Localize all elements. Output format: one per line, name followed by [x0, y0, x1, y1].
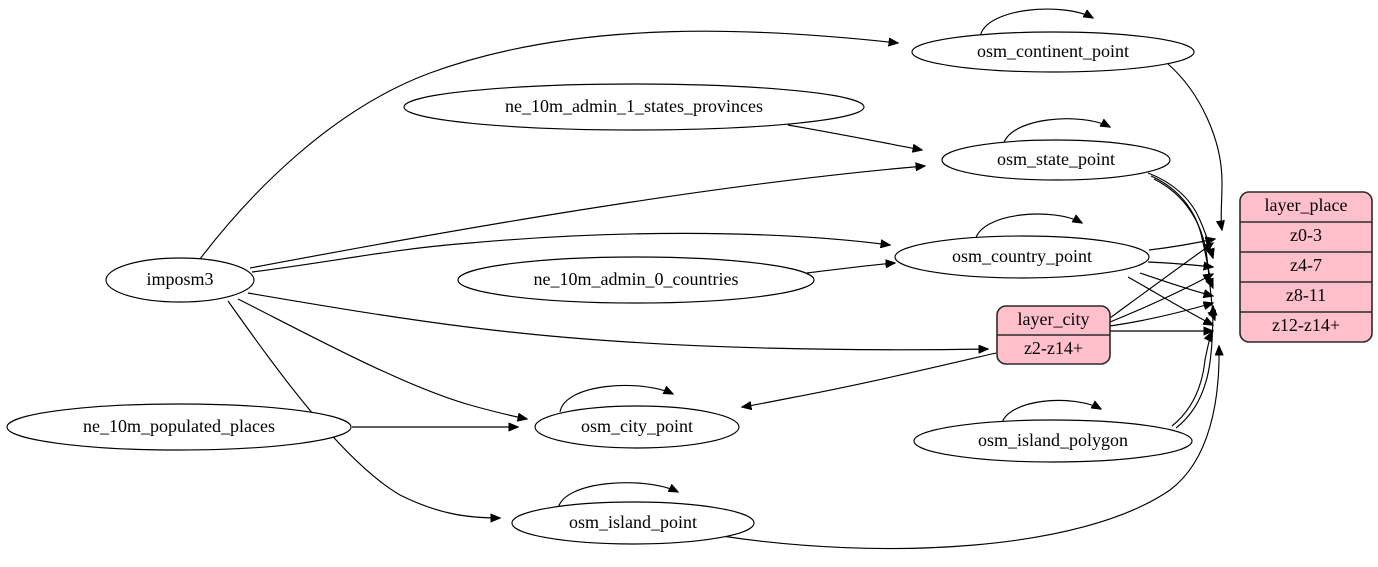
- edge-ne_states_provinces-to-osm_state_point: [787, 124, 922, 150]
- edge-imposm3-to-osm_island_point: [227, 300, 500, 518]
- record-node-layer_city[interactable]: layer_city z2-z14+: [996, 305, 1111, 365]
- record-node-layer: layer_city z2-z14+ layer_place z0-3 z4-7…: [996, 191, 1373, 365]
- record-row-layer_place-title: layer_place: [1265, 195, 1348, 215]
- node-label-osm_island_point: osm_island_point: [569, 512, 697, 532]
- edge-layer_city-to-osm_city_point: [742, 352, 997, 407]
- record-row-layer_place-z12-z14[interactable]: z12-z14+: [1272, 315, 1340, 335]
- node-label-imposm3: imposm3: [146, 269, 213, 289]
- edge-imposm3-to-osm_state_point: [249, 166, 925, 269]
- edge-imposm3-to-layer_city: [247, 292, 988, 350]
- record-row-layer_place-z8-11[interactable]: z8-11: [1286, 285, 1326, 305]
- node-label-osm_island_polygon: osm_island_polygon: [978, 430, 1128, 450]
- record-row-layer_city-z2-z14[interactable]: z2-z14+: [1024, 338, 1083, 358]
- edge-osm_island_polygon-to-layer_place-z8-11: [1175, 306, 1213, 429]
- edge-osm_country_point-to-layer_place-z4-7: [1147, 261, 1213, 267]
- edge-osm_country_point-to-layer_place-z0-3: [1148, 239, 1215, 251]
- node-osm_island_point[interactable]: osm_island_point: [511, 501, 755, 545]
- edge-self-loop-osm_island_point: [557, 482, 678, 510]
- node-osm_country_point[interactable]: osm_country_point: [894, 235, 1150, 279]
- node-layer: imposm3 ne_10m_admin_1_states_provinces …: [6, 31, 1195, 545]
- edge-self-loop-osm_state_point: [1002, 118, 1110, 147]
- edge-imposm3-to-osm_continent_point: [199, 30, 898, 260]
- edge-imposm3-to-osm_country_point: [251, 232, 890, 273]
- node-imposm3[interactable]: imposm3: [105, 257, 255, 303]
- node-label-osm_country_point: osm_country_point: [952, 246, 1092, 266]
- node-osm_continent_point[interactable]: osm_continent_point: [911, 31, 1195, 73]
- node-label-osm_city_point: osm_city_point: [581, 416, 693, 436]
- edge-osm_country_point-to-layer_place-z12-z14: [1127, 276, 1213, 325]
- edge-osm_country_point-to-layer_place-z8-11: [1139, 272, 1213, 296]
- node-ne_10m_populated_places[interactable]: ne_10m_populated_places: [6, 403, 352, 451]
- node-label-ne_10m_admin_0_countries: ne_10m_admin_0_countries: [534, 269, 739, 289]
- node-osm_island_polygon[interactable]: osm_island_polygon: [913, 419, 1193, 463]
- edge-self-loop-osm_continent_point: [979, 8, 1093, 38]
- node-label-osm_continent_point: osm_continent_point: [977, 41, 1129, 61]
- record-row-layer_place-z0-3[interactable]: z0-3: [1290, 225, 1322, 245]
- node-osm_city_point[interactable]: osm_city_point: [534, 405, 740, 449]
- edge-osm_continent_point-to-layer_place-z0-3: [1167, 63, 1222, 230]
- edge-self-loop-osm_city_point: [559, 384, 673, 413]
- edge-layer_city-to-layer_place-z0-3: [1109, 243, 1213, 319]
- node-label-osm_state_point: osm_state_point: [997, 149, 1115, 169]
- edge-layer_city-to-layer_place-z8-11: [1109, 303, 1213, 327]
- node-osm_state_point[interactable]: osm_state_point: [941, 139, 1171, 181]
- edge-self-loop-osm_island_polygon: [1000, 399, 1101, 427]
- node-ne_10m_admin_1_states_provinces[interactable]: ne_10m_admin_1_states_provinces: [403, 83, 865, 131]
- edge-imposm3-to-osm_city_point: [237, 298, 527, 419]
- node-ne_10m_admin_0_countries[interactable]: ne_10m_admin_0_countries: [457, 256, 815, 304]
- edge-osm_state_point-to-layer_place-z8-11: [1150, 175, 1213, 288]
- edge-layer_city-to-layer_place-z4-7: [1109, 274, 1213, 323]
- record-row-layer_place-z4-7[interactable]: z4-7: [1290, 255, 1322, 275]
- edge-ne_countries-to-osm_country_point: [806, 263, 895, 274]
- node-label-ne_10m_populated_places: ne_10m_populated_places: [83, 416, 275, 436]
- edge-self-loop-osm_country_point: [974, 213, 1082, 242]
- edge-osm_island_point-to-layer_place-z12-z14: [721, 346, 1219, 550]
- edge-osm_island_polygon-to-layer_place-z12-z14: [1171, 332, 1212, 427]
- record-node-layer_place[interactable]: layer_place z0-3 z4-7 z8-11 z12-z14+: [1239, 191, 1373, 343]
- edge-layer: [199, 8, 1222, 550]
- record-row-layer_city-title: layer_city: [1018, 309, 1090, 329]
- node-label-ne_10m_admin_1_states_provinces: ne_10m_admin_1_states_provinces: [505, 96, 763, 116]
